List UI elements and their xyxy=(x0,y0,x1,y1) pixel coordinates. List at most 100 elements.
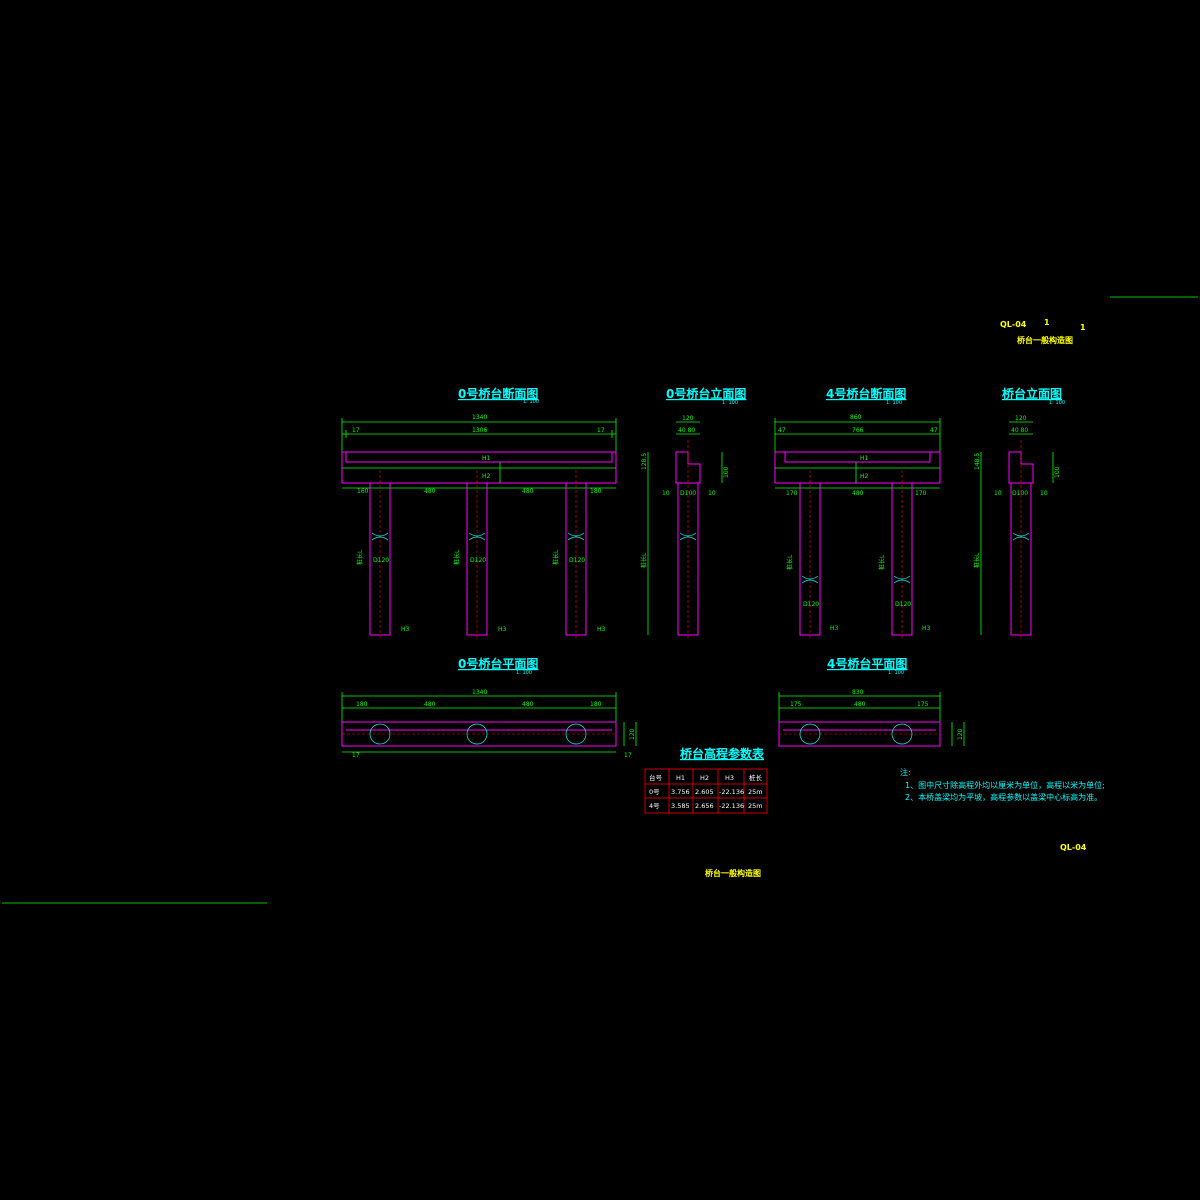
table-cell: 2.605 xyxy=(695,788,714,796)
dim-left: 47 xyxy=(778,427,786,434)
dim-base-3: 170 xyxy=(915,490,927,497)
table-cell: -22.136 xyxy=(719,802,744,810)
svg-text:D120: D120 xyxy=(569,557,585,564)
svg-text:桩长L: 桩长L xyxy=(356,549,364,565)
view-abut0-section: 0号桥台断面图 1: 100 1340 17 1306 17 H1 H2 160… xyxy=(341,386,617,640)
svg-text:D120: D120 xyxy=(895,601,911,608)
param-table: 桥台高程参数表 台号 H1 H2 H3 桩长 0号 3.756 2.605 -2… xyxy=(644,746,768,814)
pile: D120 桩长L xyxy=(878,470,913,640)
dim-base-2: 480 xyxy=(852,490,864,497)
view-title: 4号桥台断面图 xyxy=(826,386,906,401)
title-block-title: 桥台一般构造图 xyxy=(1017,335,1073,345)
label-h2: H2 xyxy=(482,473,491,480)
view-title: 0号桥台断面图 xyxy=(458,386,538,401)
view-title: 4号桥台平面图 xyxy=(827,656,907,671)
table-header: H2 xyxy=(700,774,709,782)
dim-height-2: 100 xyxy=(723,466,730,478)
note-item: 1、图中尺寸除高程外均以厘米为单位，高程以米为单位; xyxy=(905,780,1105,790)
view-title: 0号桥台平面图 xyxy=(458,656,538,671)
dim-pile-len: 桩长L xyxy=(640,552,648,568)
view-abut-elevation: 桥台立面图 1: 100 120 40 80 148.5 100 10 D100… xyxy=(973,386,1065,640)
table-cell: 3.756 xyxy=(671,788,690,796)
table-header: 台号 xyxy=(649,773,663,782)
view-title: 0号桥台立面图 xyxy=(666,386,746,401)
dim-base-4: 180 xyxy=(590,488,602,495)
label-h3: H3 xyxy=(597,626,606,633)
dim-base-1: 160 xyxy=(357,488,369,495)
dim-total: 1340 xyxy=(472,689,487,696)
svg-text:桩长L: 桩长L xyxy=(552,549,560,565)
dim-part-1: 175 xyxy=(790,701,802,708)
notes: 注: 1、图中尺寸除高程外均以厘米为单位，高程以米为单位; 2、本桥盖梁均为平坡… xyxy=(900,767,1105,802)
label-h1: H1 xyxy=(860,455,869,462)
svg-text:桩长L: 桩长L xyxy=(453,549,461,565)
view-abut0-plan: 0号桥台平面图 1: 100 1340 180 480 480 180 120 … xyxy=(341,656,637,759)
dim-part-3: 480 xyxy=(522,701,534,708)
dim-base-3: 10 xyxy=(1040,490,1048,497)
table-cell: 25m xyxy=(748,802,763,810)
label-h3: H3 xyxy=(401,626,410,633)
table-header: 桩长 xyxy=(749,773,763,782)
view-scale: 1: 100 xyxy=(722,400,738,406)
dim-part-1: 180 xyxy=(356,701,368,708)
dim-height-1: 128.5 xyxy=(641,453,648,470)
dim-height-2: 100 xyxy=(1054,466,1061,478)
dim-base-3: 480 xyxy=(522,488,534,495)
dim-width: 120 xyxy=(957,728,964,740)
table-header: H3 xyxy=(725,774,734,782)
dim-height-1: 148.5 xyxy=(974,453,981,470)
dim-base-2: D100 xyxy=(1012,490,1028,497)
table-header: H1 xyxy=(676,774,685,782)
table-cell: 3.585 xyxy=(671,802,690,810)
dim-side-right: 17 xyxy=(624,752,632,759)
view-scale: 1: 100 xyxy=(523,399,539,405)
dim-part-4: 180 xyxy=(590,701,602,708)
dim-right: 17 xyxy=(597,427,605,434)
view-abut4-plan: 4号桥台平面图 1: 100 830 175 480 175 120 xyxy=(778,656,965,747)
dim-mid: 1306 xyxy=(472,427,487,434)
table-cell: 2.656 xyxy=(695,802,714,810)
dim-base-1: 10 xyxy=(662,490,670,497)
dim-total: 830 xyxy=(852,689,864,696)
label-h3: H3 xyxy=(830,625,839,632)
table-cell: 0号 xyxy=(649,788,660,796)
dim-right: 47 xyxy=(930,427,938,434)
dim-top: 120 xyxy=(1015,415,1027,422)
dim-pile-len: 桩长L xyxy=(973,552,981,568)
view-abut4-section: 4号桥台断面图 1: 100 860 47 766 47 H1 H2 170 4… xyxy=(774,386,941,640)
dim-top: 120 xyxy=(682,415,694,422)
dim-width: 120 xyxy=(629,728,636,740)
view-abut0-elevation: 0号桥台立面图 1: 100 120 40 80 128.5 100 10 D1… xyxy=(640,386,746,640)
pile: D120 桩长L xyxy=(453,470,488,640)
view-scale: 1: 100 xyxy=(1049,400,1065,406)
svg-text:D120: D120 xyxy=(373,557,389,564)
view-scale: 1: 100 xyxy=(886,400,902,406)
view-scale: 1: 100 xyxy=(888,670,904,676)
dim-total: 1340 xyxy=(472,414,487,421)
dim-part-3: 175 xyxy=(917,701,929,708)
dim-left: 17 xyxy=(352,427,360,434)
dim-base-1: 10 xyxy=(994,490,1002,497)
drawing-title-bottom: 桥台一般构造图 xyxy=(705,868,761,878)
dim-part-2: 480 xyxy=(424,701,436,708)
label-h1: H1 xyxy=(482,455,491,462)
dim-base-2: 480 xyxy=(424,488,436,495)
svg-text:桩长L: 桩长L xyxy=(786,554,794,570)
label-h3: H3 xyxy=(922,625,931,632)
dim-base-1: 170 xyxy=(786,490,798,497)
dim-base-2: D100 xyxy=(680,490,696,497)
title-block-sheet-no: 1 xyxy=(1044,318,1050,327)
svg-text:D120: D120 xyxy=(803,601,819,608)
label-h3: H3 xyxy=(498,626,507,633)
svg-text:D120: D120 xyxy=(470,557,486,564)
table-cell: 25m xyxy=(748,788,763,796)
table-cell: 4号 xyxy=(649,802,660,810)
svg-text:桩长L: 桩长L xyxy=(878,554,886,570)
note-item: 2、本桥盖梁均为平坡，高程参数以盖梁中心标高为准。 xyxy=(905,792,1102,802)
dim-total: 860 xyxy=(850,414,862,421)
title-block-code: QL-04 xyxy=(1000,320,1027,329)
table-title: 桥台高程参数表 xyxy=(680,746,765,761)
dim-parts: 40 80 xyxy=(1011,427,1028,434)
pile: D120 桩长L xyxy=(786,470,821,640)
